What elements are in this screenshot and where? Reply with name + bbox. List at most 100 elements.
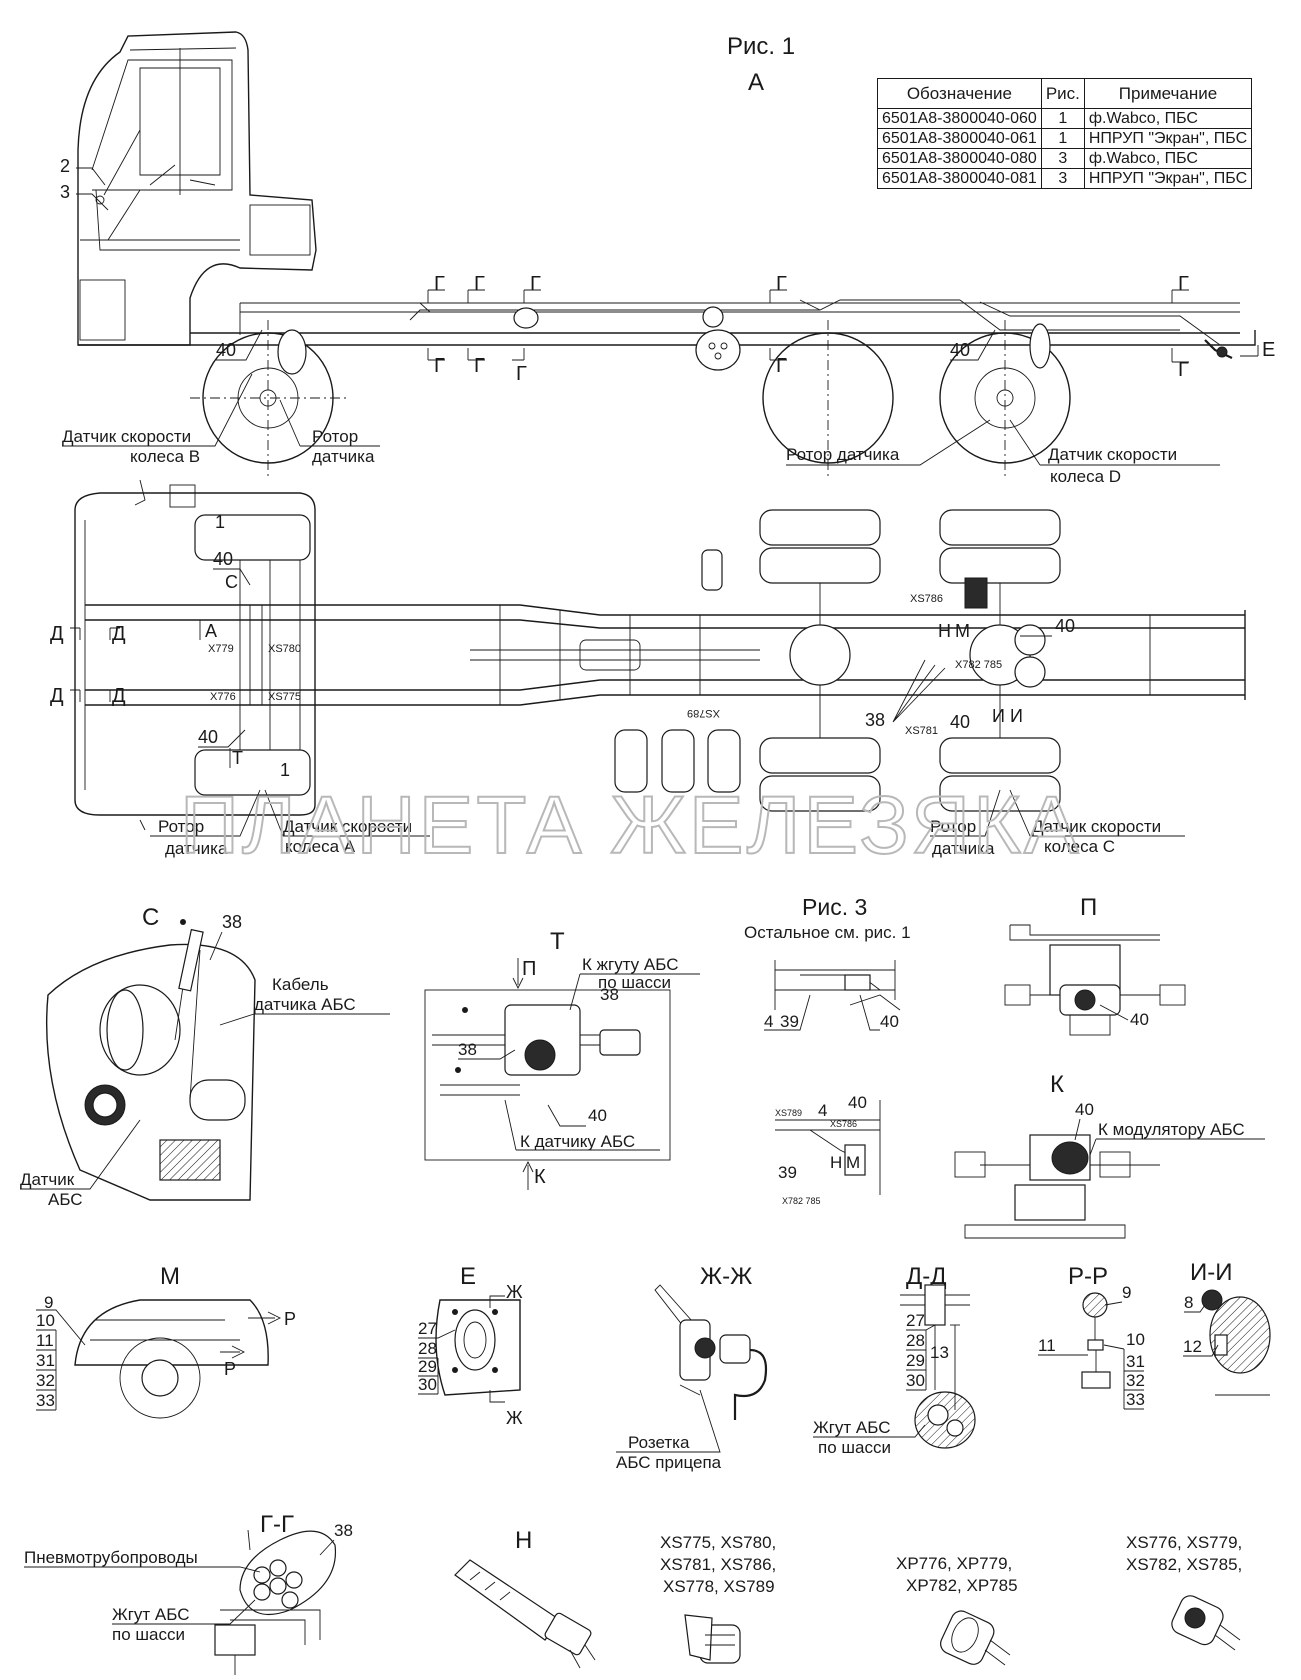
label-rotor-c-1: Ротор — [930, 817, 976, 836]
detail-t-mark-k: К — [534, 1166, 546, 1188]
label-rotor-a-2: датчика — [165, 839, 228, 858]
detail-m-mark-r: Р — [284, 1309, 296, 1329]
conn-group1-line1: XS775, XS780, — [660, 1533, 776, 1552]
detail-t-to-harness-2: по шасси — [598, 973, 671, 992]
detail-rr-title: Р-Р — [1068, 1263, 1108, 1290]
detail-t-mark-p: П — [522, 958, 536, 980]
fig3-v2-conn-x782: X782 785 — [782, 1196, 821, 1206]
label-speed-sensor-a-2: колеса А — [285, 837, 356, 856]
detail-p-callout: 40 — [1130, 1010, 1149, 1029]
detail-n-title: Н — [515, 1527, 532, 1554]
spec-header-note: Примечание — [1083, 78, 1253, 109]
detail-t-callout-40: 40 — [588, 1106, 607, 1125]
fig3-v2-conn-xs789: XS789 — [775, 1108, 802, 1118]
fig3-v1-callout-40: 40 — [880, 1012, 899, 1031]
detail-e-callout-27: 27 — [418, 1319, 437, 1338]
callout-40-front: 40 — [216, 340, 236, 360]
detail-zhzh-socket-2: АБС прицепа — [616, 1453, 722, 1472]
label-speed-sensor-a-1: Датчик скорости — [283, 817, 412, 836]
detail-c-sensor-1: Датчик — [20, 1170, 75, 1189]
fig3-v2-callout-4: 4 — [818, 1101, 827, 1120]
callout-38-top: 38 — [865, 710, 885, 730]
conn-group1-line3: XS778, XS789 — [663, 1577, 775, 1596]
label-speed-sensor-c-2: колеса С — [1044, 837, 1115, 856]
table-row: 6501А8-3800040-081 3 НПРУП "Экран", ПБС — [877, 168, 1253, 189]
detail-rr: Р-Р 9 11 10 31 32 33 — [1038, 1263, 1145, 1410]
spec-table-header: Обозначение Рис. Примечание — [877, 78, 1253, 109]
label-speed-sensor-b-1: Датчик скорости — [62, 427, 191, 446]
callout-a-view: А — [205, 621, 217, 641]
label-rotor-c-2: датчика — [932, 839, 995, 858]
detail-e-callout-29: 29 — [418, 1357, 437, 1376]
callout-2: 2 — [60, 156, 70, 176]
detail-e-mark-zh: Ж — [506, 1282, 523, 1302]
section-d-3: Д — [50, 685, 64, 707]
connector-group-3: XS776, XS779, XS782, XS785, — [1126, 1533, 1242, 1651]
detail-c-callout: 38 — [222, 912, 242, 932]
detail-zhzh-title: Ж-Ж — [700, 1263, 752, 1290]
detail-e-mark-zh2: Ж — [506, 1408, 523, 1428]
callout-i-top-2: И — [1010, 706, 1023, 726]
section-g-2: Г — [474, 273, 485, 295]
fig3-v1-callout-39: 39 — [780, 1012, 799, 1031]
detail-k-to-modulator: К модулятору АБС — [1098, 1120, 1245, 1139]
spec-header-fig: Рис. — [1040, 78, 1085, 109]
detail-m-callout-31: 31 — [36, 1351, 55, 1370]
table-row: 6501А8-3800040-080 3 ф.Wabco, ПБС — [877, 148, 1253, 169]
section-d-1: Д — [50, 623, 64, 645]
connector-group-2: XP776, XP779, XP782, XP785 — [896, 1554, 1018, 1666]
detail-e: Е Ж Ж 27 28 29 30 — [418, 1263, 523, 1428]
conn-group1-line2: XS781, XS786, — [660, 1555, 776, 1574]
detail-rr-callout-11: 11 — [1038, 1336, 1056, 1355]
detail-zhzh-socket-1: Розетка — [628, 1433, 690, 1452]
spec-cell: 3 — [1040, 168, 1085, 189]
fig3-v2-conn-xs786: XS786 — [830, 1119, 857, 1129]
detail-dd-callout-27: 27 — [906, 1311, 925, 1330]
detail-ii-callout-8: 8 — [1184, 1293, 1193, 1312]
label-speed-sensor-b-2: колеса В — [130, 447, 200, 466]
conn-xs786: XS786 — [910, 593, 943, 605]
detail-gg-callout: 38 — [334, 1521, 353, 1540]
section-g-10: Г — [1178, 359, 1189, 381]
callout-40-top-a: 40 — [213, 549, 233, 569]
fig3-v1-callout-4: 4 — [764, 1012, 773, 1031]
detail-m-callout-32: 32 — [36, 1371, 55, 1390]
detail-c-cable-1: Кабель — [272, 975, 329, 994]
connector-group-1: XS775, XS780, XS781, XS786, XS778, XS789 — [660, 1533, 776, 1664]
fig1-title: Рис. 1 — [727, 33, 795, 60]
detail-e-callout-28: 28 — [418, 1339, 437, 1358]
detail-m-callout-10: 10 — [36, 1311, 55, 1330]
callout-c: С — [225, 572, 238, 592]
spec-cell: 1 — [1040, 128, 1085, 149]
label-rotor-a-1: Ротор — [158, 817, 204, 836]
detail-t-title: Т — [550, 928, 565, 955]
detail-gg-pneumo: Пневмотрубопроводы — [24, 1548, 198, 1567]
spec-cell: 3 — [1040, 148, 1085, 169]
conn-xs780: XS780 — [268, 643, 301, 655]
spec-cell: 6501А8-3800040-080 — [877, 148, 1042, 169]
detail-m-callout-9: 9 — [44, 1293, 53, 1312]
fig3-view-1: 4 39 40 — [764, 960, 901, 1031]
detail-dd-callout-13: 13 — [930, 1343, 949, 1362]
label-speed-sensor-d-1: Датчик скорости — [1048, 445, 1177, 464]
conn-group2-line2: XP782, XP785 — [906, 1576, 1018, 1595]
fig3-title: Рис. 3 — [802, 894, 867, 920]
fig3-note: Остальное см. рис. 1 — [744, 923, 911, 942]
detail-zhzh: Ж-Ж Розетка АБС прицепа — [616, 1263, 768, 1472]
callout-t: Т — [232, 748, 243, 768]
conn-xs789: XS789 — [687, 707, 720, 719]
detail-m-mark-r2: Р — [224, 1359, 236, 1379]
detail-k-callout: 40 — [1075, 1100, 1094, 1119]
label-rotor-1: Ротор — [312, 427, 358, 446]
detail-t-to-sensor: К датчику АБС — [520, 1132, 635, 1151]
spec-cell: ф.Wabco, ПБС — [1083, 108, 1253, 129]
callout-40-top-b: 40 — [198, 727, 218, 747]
fig3-v2-callout-m: М — [846, 1153, 860, 1172]
spec-cell: 1 — [1040, 108, 1085, 129]
callout-1-top-b: 1 — [280, 760, 290, 780]
detail-dd-harness-1: Жгут АБС — [813, 1418, 891, 1437]
fig3-v2-callout-n: Н — [830, 1153, 842, 1172]
detail-m-title: М — [160, 1263, 180, 1290]
callout-1-top: 1 — [215, 512, 225, 532]
